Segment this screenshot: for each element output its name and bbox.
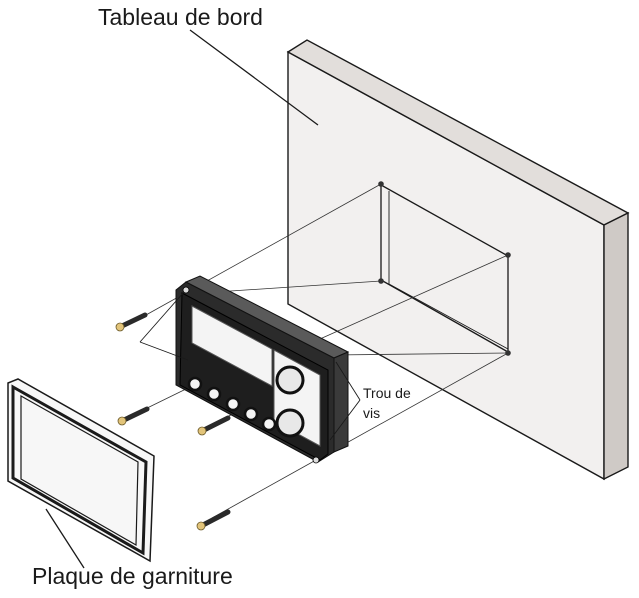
guide-line [301, 254, 509, 348]
panel-label-leader [189, 29, 319, 126]
button-icon [206, 386, 222, 402]
screw-icon [117, 406, 150, 426]
dashboard-panel [286, 39, 630, 481]
screw-holes-label: Trou de vis [363, 383, 433, 423]
button-icon [261, 416, 277, 432]
trim-rim [11, 384, 148, 556]
trim-inner [20, 394, 139, 547]
unit-buttons [187, 376, 277, 432]
button-icon [187, 376, 203, 392]
guide-line [211, 459, 317, 519]
screw-holes-label-line2: vis [363, 405, 381, 421]
callout-line [139, 341, 189, 361]
rotary-knob-top-icon [275, 365, 305, 395]
callout-line [329, 399, 361, 441]
callout-line [139, 291, 185, 343]
callout-line [335, 361, 361, 401]
screw-hole-callouts [139, 291, 361, 441]
trim-plate [7, 378, 155, 563]
alignment-lines [136, 183, 509, 519]
screw-icon [115, 312, 148, 332]
screw-icon [197, 415, 231, 436]
button-icon [225, 396, 241, 412]
screws [115, 312, 231, 531]
trim-label-leader [45, 508, 85, 569]
display-unit [175, 275, 350, 464]
guide-line [331, 352, 509, 356]
panel-side-edge [603, 211, 629, 481]
unit-hole-bottom-right [312, 456, 320, 464]
screw-icon [196, 509, 231, 531]
trim-plate-label: Plaque de garniture [32, 563, 233, 589]
unit-side [333, 351, 349, 453]
unit-hole-top-left [182, 286, 190, 294]
button-icon [243, 406, 259, 422]
rotary-knob-bottom-icon [275, 408, 305, 438]
screw-holes-label-line1: Trou de [363, 385, 411, 401]
panel-cutout-top [380, 184, 509, 257]
panel-cutout-inner [388, 191, 509, 350]
unit-screen [191, 305, 273, 387]
dashboard-panel-label: Tableau de bord [98, 4, 263, 30]
